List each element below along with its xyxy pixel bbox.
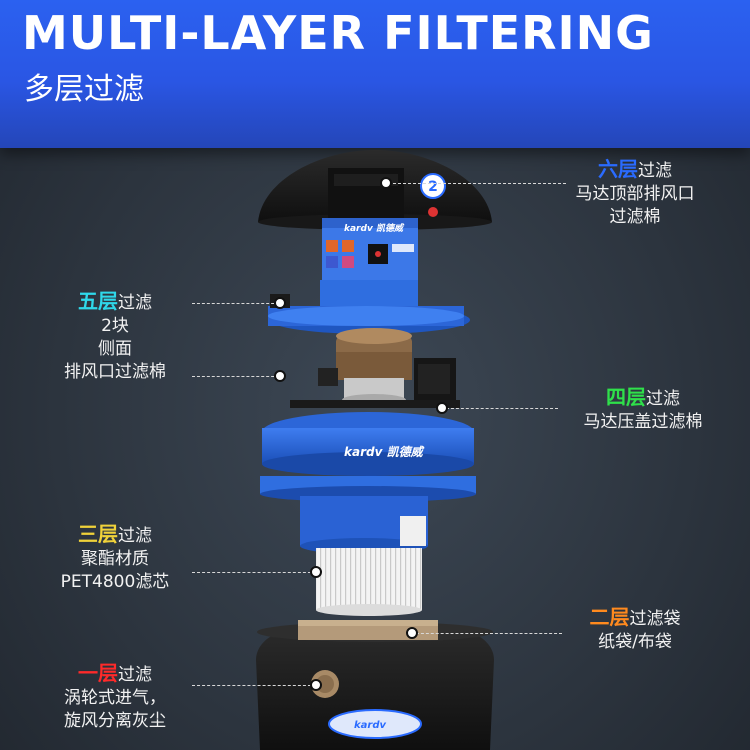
marker-dot-two [406,627,418,639]
svg-text:kardv: kardv [354,720,386,731]
marker-dot-five-b [274,370,286,382]
motor-housing: kardv 凯德威 [322,218,418,280]
layer-six-suffix: 过滤 [638,161,672,181]
layer-four-label: 四层过滤 马达压盖过滤棉 [558,386,728,434]
layer-two-suffix: 过滤袋 [629,609,681,629]
layer-six-line-1: 马达顶部排风口 [575,184,695,204]
leader-line-one [192,685,316,686]
layer-five-line-1: 2块 [101,316,129,336]
layer-five-suffix: 过滤 [118,293,152,313]
motor-base: kardv 凯德威 [260,400,476,554]
header-banner: MULTI-LAYER FILTERING 多层过滤 [0,0,750,148]
layer-three-highlight: 三层 [78,522,118,546]
leader-line-five-a [192,303,284,304]
layer-one-label: 一层过滤 涡轮式进气， 旋风分离灰尘 [40,662,190,733]
layer-four-line-1: 马达压盖过滤棉 [583,412,703,432]
layer-one-line-1: 涡轮式进气， [64,688,166,708]
layer-two-line-1: 纸袋/布袋 [598,632,672,652]
leader-line-two [416,633,562,634]
layer-five-highlight: 五层 [78,289,118,313]
layer-three-label: 三层过滤 聚酯材质 PET4800滤芯 [40,523,190,594]
leader-line-six [388,183,566,184]
marker-dot-one [310,679,322,691]
top-hood [258,150,492,230]
layer-six-highlight: 六层 [598,157,638,181]
svg-text:2: 2 [428,179,438,195]
page-title: MULTI-LAYER FILTERING [22,6,654,60]
svg-text:kardv 凯德威: kardv 凯德威 [344,223,405,234]
dust-tank: kardv [256,620,494,750]
leader-line-three [192,572,316,573]
layer-four-suffix: 过滤 [646,389,680,409]
layer-five-label: 五层过滤 2块 侧面 排风口过滤棉 [40,290,190,384]
badge-number: 2 [420,173,446,217]
layer-two-label: 二层过滤袋 纸袋/布袋 [560,606,710,654]
layer-one-line-2: 旋风分离灰尘 [64,711,166,731]
motor [318,328,456,406]
marker-dot-five-a [274,297,286,309]
layer-three-suffix: 过滤 [118,526,152,546]
marker-dot-six [380,177,392,189]
leader-line-four [446,408,558,409]
layer-one-highlight: 一层 [78,661,118,685]
marker-dot-three [310,566,322,578]
layer-six-line-2: 过滤棉 [609,207,661,227]
layer-three-line-2: PET4800滤芯 [60,572,170,592]
layer-six-label: 六层过滤 马达顶部排风口 过滤棉 [560,158,710,229]
svg-text:kardv 凯德威: kardv 凯德威 [344,445,425,459]
layer-three-line-1: 聚酯材质 [81,549,149,569]
layer-two-highlight: 二层 [589,605,630,629]
leader-line-five-b [192,376,284,377]
layer-one-suffix: 过滤 [118,665,152,685]
page-subtitle: 多层过滤 [24,72,144,107]
layer-four-highlight: 四层 [606,385,646,409]
marker-dot-four [436,402,448,414]
motor-cover [268,280,470,334]
layer-five-line-3: 排风口过滤棉 [64,362,166,382]
layer-five-line-2: 侧面 [98,339,132,359]
pet-filter-cartridge [316,516,426,616]
